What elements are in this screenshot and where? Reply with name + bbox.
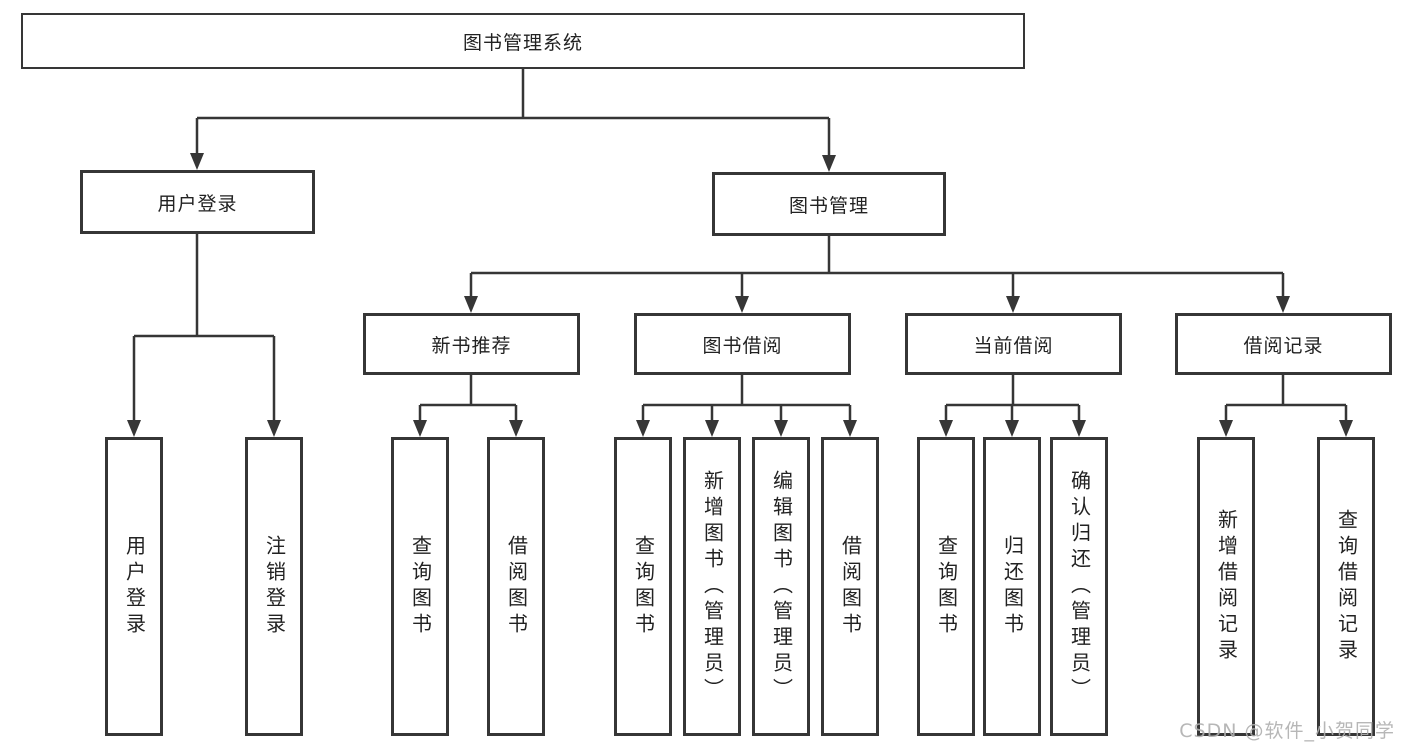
node-book-borrowing: 图书借阅 xyxy=(634,313,851,375)
node-borrowing-records-label: 借阅记录 xyxy=(1243,334,1324,357)
leaf-borrow-books-label: 借阅图书 xyxy=(838,534,863,639)
node-book-borrowing-label: 图书借阅 xyxy=(702,334,783,357)
leaf-edit-book-admin: 编辑图书（管理员） xyxy=(752,437,810,736)
leaf-edit-book-admin-label: 编辑图书（管理员） xyxy=(769,469,794,704)
leaf-confirm-return-admin-label: 确认归还（管理员） xyxy=(1067,469,1092,704)
leaf-borrow-books-recommend: 借阅图书 xyxy=(487,437,545,736)
leaf-add-book-admin-label: 新增图书（管理员） xyxy=(700,469,725,704)
leaf-query-books-recommend-label: 查询图书 xyxy=(408,534,433,639)
leaf-query-books-recommend: 查询图书 xyxy=(391,437,449,736)
leaf-user-login-label: 用户登录 xyxy=(122,534,147,639)
csdn-watermark: CSDN @软件_小贺同学 xyxy=(1179,720,1395,742)
leaf-query-books-current: 查询图书 xyxy=(917,437,975,736)
node-new-book-recommend-label: 新书推荐 xyxy=(431,334,512,357)
node-root-label: 图书管理系统 xyxy=(462,31,583,54)
node-new-book-recommend: 新书推荐 xyxy=(363,313,580,375)
node-current-borrowing-label: 当前借阅 xyxy=(973,334,1054,357)
node-current-borrowing: 当前借阅 xyxy=(905,313,1122,375)
leaf-borrow-books: 借阅图书 xyxy=(821,437,879,736)
leaf-return-book-label: 归还图书 xyxy=(1000,534,1025,639)
node-user-login-label: 用户登录 xyxy=(157,192,238,215)
leaf-user-login: 用户登录 xyxy=(105,437,163,736)
node-book-management-label: 图书管理 xyxy=(788,194,869,217)
leaf-logout: 注销登录 xyxy=(245,437,303,736)
leaf-add-borrow-record-label: 新增借阅记录 xyxy=(1214,508,1239,665)
leaf-query-books-borrowing: 查询图书 xyxy=(614,437,672,736)
leaf-query-books-current-label: 查询图书 xyxy=(934,534,959,639)
leaf-confirm-return-admin: 确认归还（管理员） xyxy=(1050,437,1108,736)
leaf-add-book-admin: 新增图书（管理员） xyxy=(683,437,741,736)
leaf-add-borrow-record: 新增借阅记录 xyxy=(1197,437,1255,736)
leaf-query-books-borrowing-label: 查询图书 xyxy=(631,534,656,639)
leaf-borrow-books-recommend-label: 借阅图书 xyxy=(504,534,529,639)
node-user-login: 用户登录 xyxy=(80,170,315,234)
leaf-logout-label: 注销登录 xyxy=(262,534,287,639)
leaf-query-borrow-record: 查询借阅记录 xyxy=(1317,437,1375,736)
leaf-query-borrow-record-label: 查询借阅记录 xyxy=(1334,508,1359,665)
node-root-library-system: 图书管理系统 xyxy=(21,13,1025,69)
node-borrowing-records: 借阅记录 xyxy=(1175,313,1392,375)
node-book-management: 图书管理 xyxy=(712,172,946,236)
leaf-return-book: 归还图书 xyxy=(983,437,1041,736)
